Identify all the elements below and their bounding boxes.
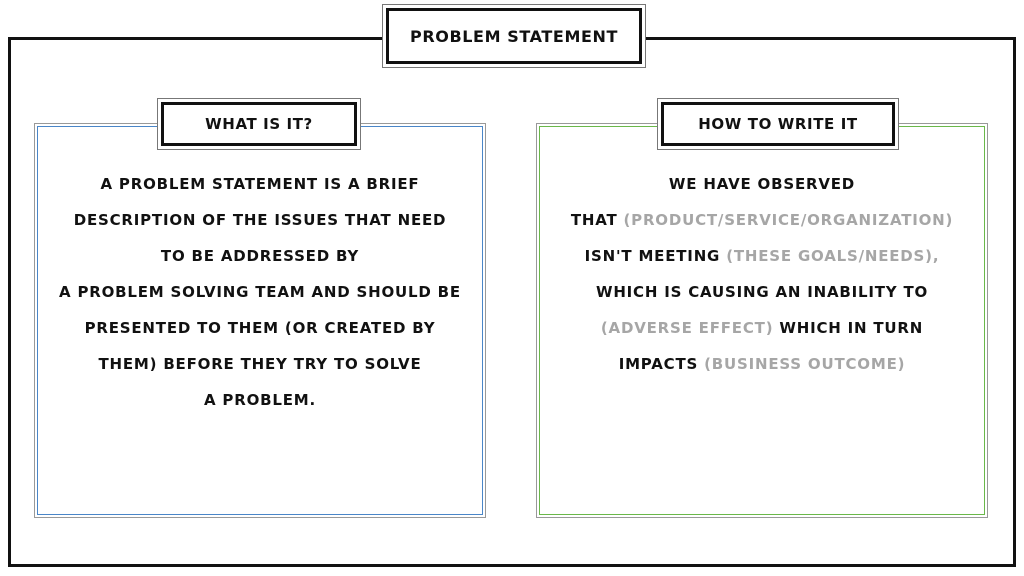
template-line: IMPACTS (BUSINESS OUTCOME) [540, 346, 984, 382]
template-line: (ADVERSE EFFECT) WHICH IN TURN [540, 310, 984, 346]
template-text: ISN'T MEETING [584, 247, 727, 265]
definition-line: DESCRIPTION OF THE ISSUES THAT NEED [73, 211, 447, 229]
placeholder-goals: (THESE GOALS/NEEDS), [726, 247, 940, 265]
template-text: IMPACTS [618, 355, 705, 373]
definition-line: A PROBLEM SOLVING TEAM AND SHOULD BE [59, 283, 461, 301]
how-to-write-title-box: HOW TO WRITE IT [657, 98, 899, 150]
template-text: THAT [570, 211, 624, 229]
template-text: WHICH IN TURN [773, 319, 924, 337]
how-to-write-text: WE HAVE OBSERVED THAT (PRODUCT/SERVICE/O… [540, 166, 984, 382]
definition-line: PRESENTED TO THEM (OR CREATED BY [84, 319, 436, 337]
definition-line: A PROBLEM STATEMENT IS A BRIEF [100, 175, 420, 193]
main-title: PROBLEM STATEMENT [386, 8, 642, 64]
definition-line: THEM) BEFORE THEY TRY TO SOLVE [98, 355, 422, 373]
placeholder-adverse-effect: (ADVERSE EFFECT) [600, 319, 774, 337]
how-to-write-title: HOW TO WRITE IT [661, 102, 895, 146]
placeholder-product: (PRODUCT/SERVICE/ORGANIZATION) [623, 211, 954, 229]
template-line: THAT (PRODUCT/SERVICE/ORGANIZATION) [540, 202, 984, 238]
template-text: WE HAVE OBSERVED [668, 175, 856, 193]
main-title-box: PROBLEM STATEMENT [382, 4, 646, 68]
template-text: WHICH IS CAUSING AN INABILITY TO [595, 283, 929, 301]
definition-line: A PROBLEM. [204, 391, 316, 409]
template-line: ISN'T MEETING (THESE GOALS/NEEDS), [540, 238, 984, 274]
definition-line: TO BE ADDRESSED BY [160, 247, 360, 265]
what-is-it-title-box: WHAT IS IT? [157, 98, 361, 150]
template-line: WHICH IS CAUSING AN INABILITY TO [540, 274, 984, 310]
what-is-it-text: A PROBLEM STATEMENT IS A BRIEF DESCRIPTI… [40, 166, 480, 418]
placeholder-business-outcome: (BUSINESS OUTCOME) [704, 355, 906, 373]
what-is-it-title: WHAT IS IT? [161, 102, 357, 146]
how-to-write-panel [536, 123, 988, 518]
template-line: WE HAVE OBSERVED [540, 166, 984, 202]
what-is-it-panel [34, 123, 486, 518]
